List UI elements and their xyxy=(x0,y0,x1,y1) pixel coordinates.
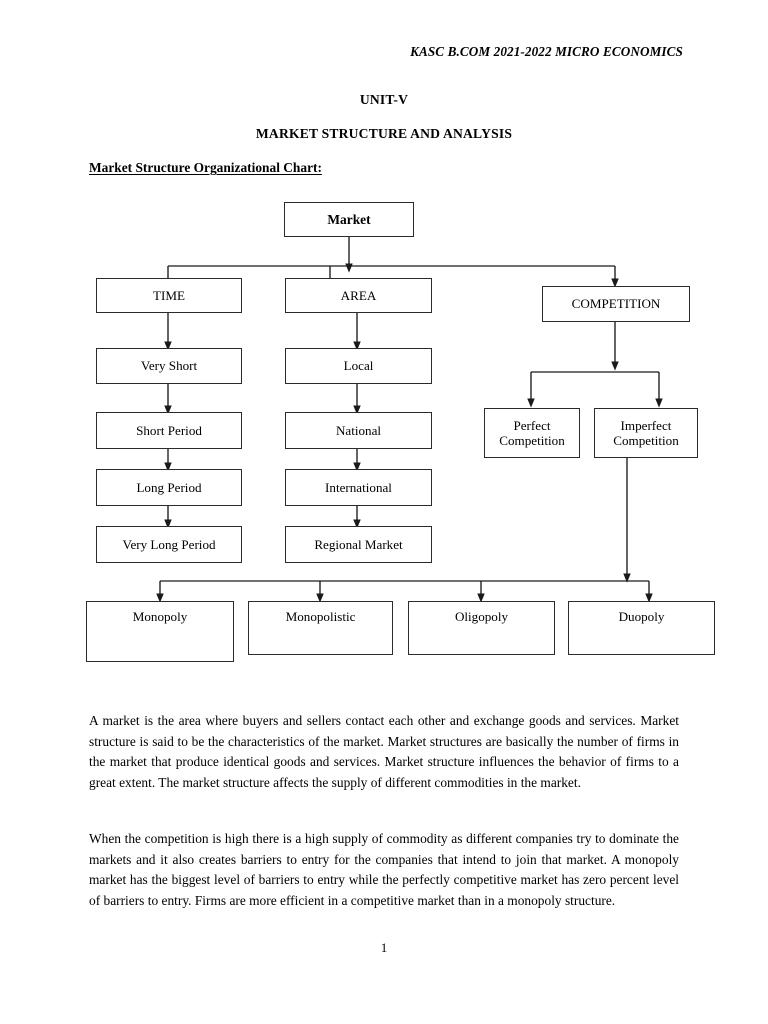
node-imperfect-competition-line1: Imperfect xyxy=(620,417,672,433)
unit-title: UNIT-V xyxy=(359,92,409,107)
page-title: MARKET STRUCTURE AND ANALYSIS xyxy=(255,126,513,141)
node-area[interactable]: AREA xyxy=(285,278,432,313)
node-competition-label: COMPETITION xyxy=(571,296,661,312)
running-head: KASC B.COM 2021-2022 MICRO ECONOMICS xyxy=(410,44,683,59)
node-regional-market[interactable]: Regional Market xyxy=(285,526,432,563)
node-market-label: Market xyxy=(327,211,371,227)
node-imperfect-competition-line2: Competition xyxy=(613,433,679,448)
market-structure-org-chart: Market TIME AREA COMPETITION Very Short … xyxy=(86,202,715,662)
node-time-label: TIME xyxy=(153,287,185,303)
node-national[interactable]: National xyxy=(285,412,432,449)
node-oligopoly[interactable]: Oligopoly xyxy=(408,601,555,655)
node-national-label: National xyxy=(335,422,382,438)
node-long-period-label: Long Period xyxy=(136,479,202,495)
node-monopolistic[interactable]: Monopolistic xyxy=(248,601,393,655)
node-very-long-period[interactable]: Very Long Period xyxy=(96,526,242,563)
node-duopoly[interactable]: Duopoly xyxy=(568,601,715,655)
section-heading: Market Structure Organizational Chart: xyxy=(89,160,322,175)
node-very-long-period-label: Very Long Period xyxy=(122,536,216,552)
node-international-label: International xyxy=(325,479,392,495)
node-market[interactable]: Market xyxy=(284,202,414,237)
body-paragraph-1: A market is the area where buyers and se… xyxy=(89,713,679,790)
node-monopolistic-label: Monopolistic xyxy=(285,609,356,624)
node-perfect-competition-line2: Competition xyxy=(499,433,565,448)
node-monopoly[interactable]: Monopoly xyxy=(86,601,234,662)
node-area-label: AREA xyxy=(340,287,377,303)
node-local-label: Local xyxy=(343,358,374,374)
page-number: 1 xyxy=(380,941,388,955)
body-paragraph-2: When the competition is high there is a … xyxy=(89,831,679,908)
node-monopoly-label: Monopoly xyxy=(132,609,188,624)
node-very-short[interactable]: Very Short xyxy=(96,348,242,384)
node-short-period[interactable]: Short Period xyxy=(96,412,242,449)
node-short-period-label: Short Period xyxy=(136,422,202,438)
node-oligopoly-label: Oligopoly xyxy=(454,609,509,624)
node-time[interactable]: TIME xyxy=(96,278,242,313)
node-local[interactable]: Local xyxy=(285,348,432,384)
node-long-period[interactable]: Long Period xyxy=(96,469,242,506)
node-competition[interactable]: COMPETITION xyxy=(542,286,690,322)
node-international[interactable]: International xyxy=(285,469,432,506)
node-very-short-label: Very Short xyxy=(140,358,198,374)
node-duopoly-label: Duopoly xyxy=(618,609,665,624)
node-regional-market-label: Regional Market xyxy=(314,536,403,552)
node-perfect-competition-line1: Perfect xyxy=(513,417,551,433)
chart-connectors xyxy=(156,237,663,603)
